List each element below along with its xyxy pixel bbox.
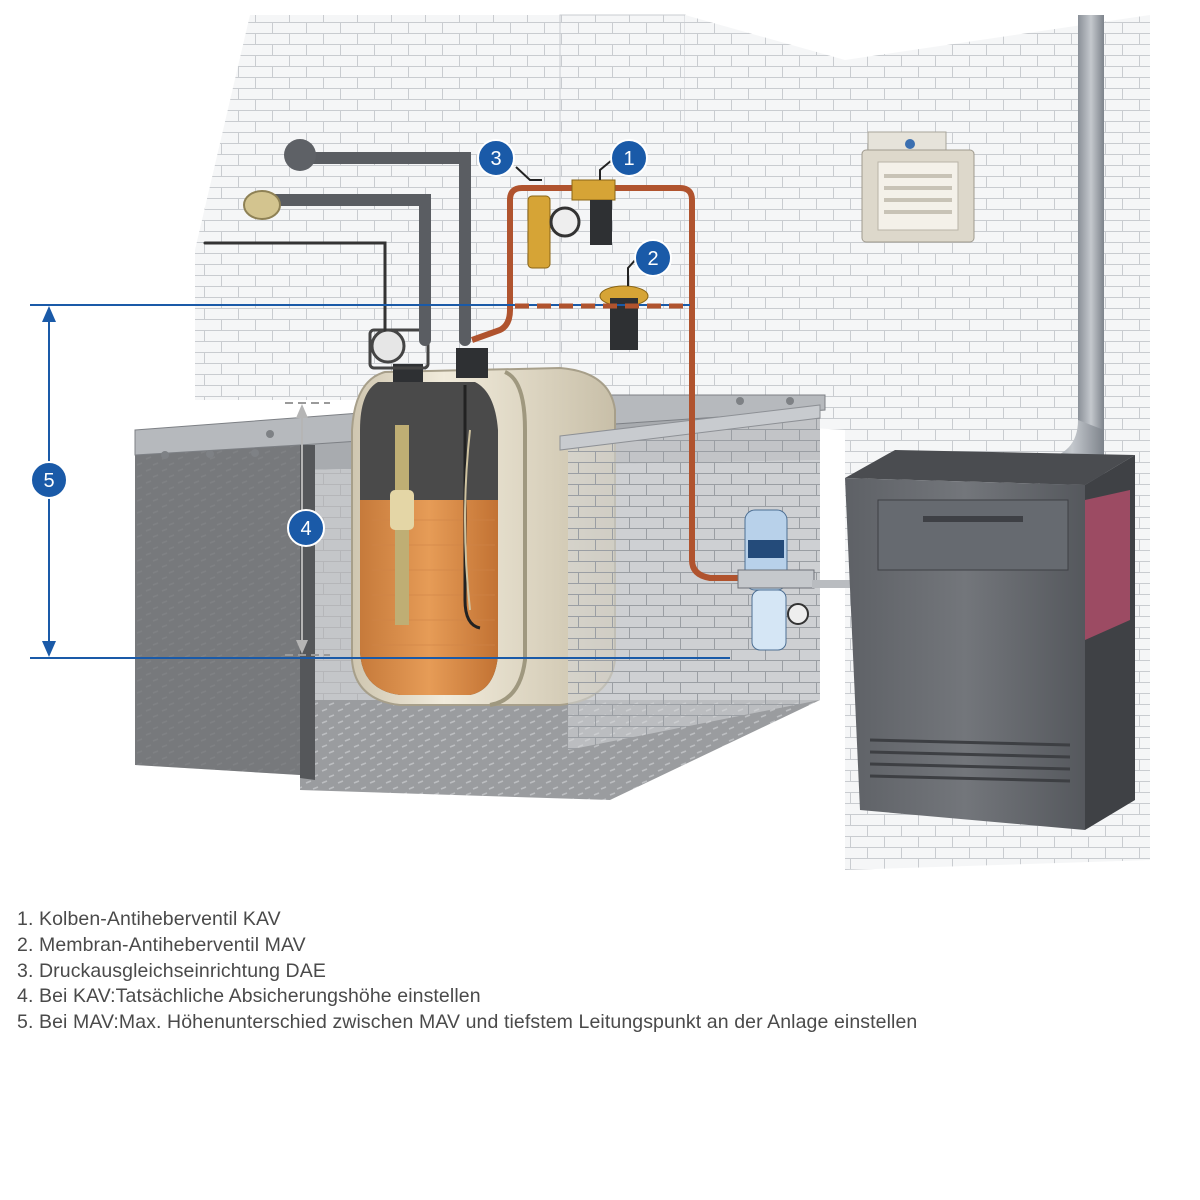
oil-filter xyxy=(737,509,852,651)
legend-item-2: 2. Membran-Antiheberventil MAV xyxy=(17,933,306,956)
badge-3-label: 3 xyxy=(490,148,501,170)
badge-1: 1 xyxy=(610,139,648,177)
oil-tank xyxy=(351,328,616,707)
badge-3: 3 xyxy=(477,139,515,177)
boiler xyxy=(845,450,1135,830)
wall-control-unit xyxy=(861,131,975,243)
oil-tank-installation-diagram: 1 2 3 4 5 xyxy=(30,14,1150,870)
badge-leaders xyxy=(515,159,638,286)
legend-item-5: 5. Bei MAV:Max. Höhenunterschied zwische… xyxy=(17,1011,918,1034)
badge-5-label: 5 xyxy=(43,470,54,492)
legend-item-4: 4. Bei KAV:Tatsächliche Absicherungshöhe… xyxy=(17,985,481,1008)
badge-4-label: 4 xyxy=(300,518,311,540)
legend-item-3: 3. Druckausgleichseinrichtung DAE xyxy=(17,959,326,982)
badge-5: 5 xyxy=(30,461,68,499)
legend-list: 1. Kolben-Antiheberventil KAV 2. Membran… xyxy=(17,907,917,1036)
badge-1-label: 1 xyxy=(623,148,634,170)
badge-4: 4 xyxy=(287,509,325,547)
vent-and-level-pipes xyxy=(203,139,471,346)
legend-item-1: 1. Kolben-Antiheberventil KAV xyxy=(17,908,281,930)
kav-dae-valves xyxy=(527,179,616,269)
reference-lines xyxy=(30,303,730,659)
badge-2: 2 xyxy=(634,239,672,277)
badge-2-label: 2 xyxy=(647,248,658,270)
